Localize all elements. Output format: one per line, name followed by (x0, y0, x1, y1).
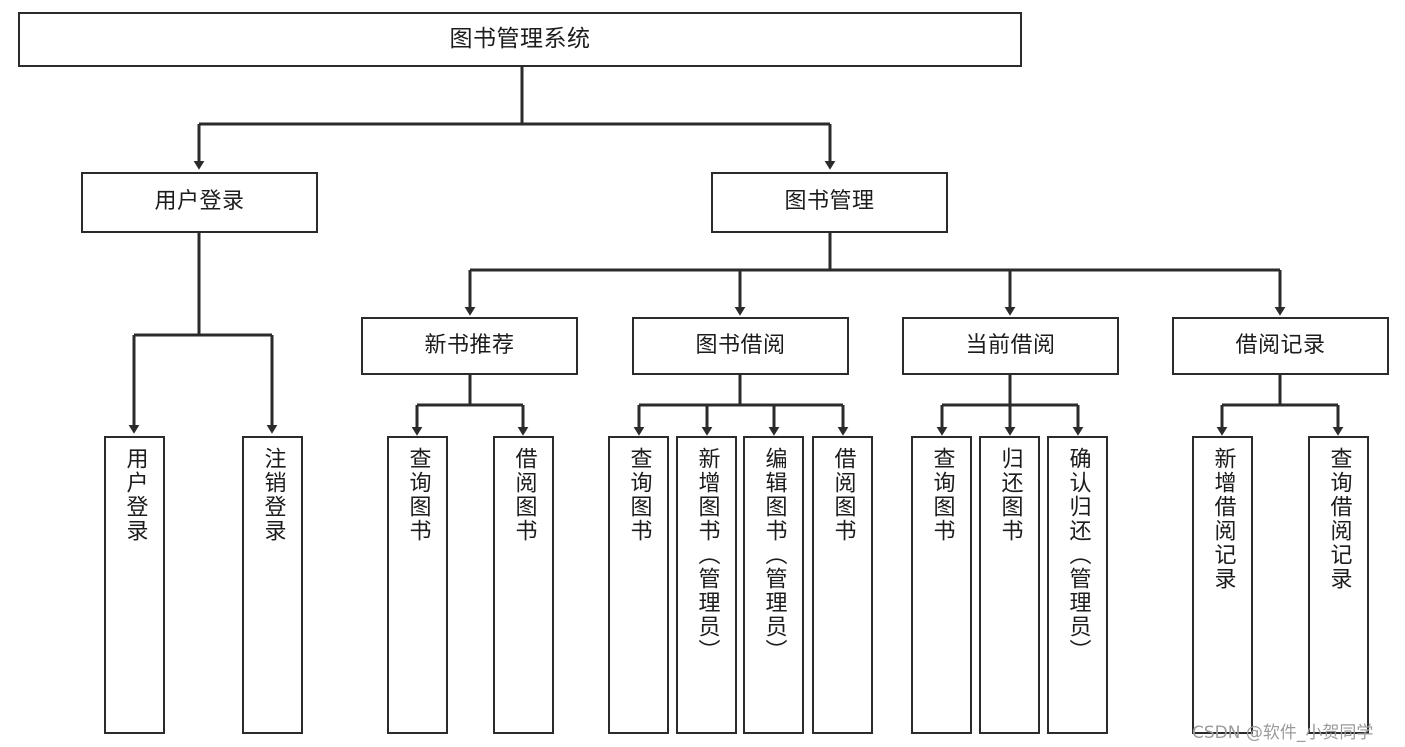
node-root-system[interactable]: 图书管理系统 (18, 12, 1022, 67)
node-leaf-query-record-label: 查询借阅记录 (1326, 447, 1352, 591)
node-book-manage-label: 图书管理 (784, 189, 875, 215)
node-leaf-borrow-book-a-label: 借阅图书 (511, 447, 537, 543)
node-leaf-add-record-label: 新增借阅记录 (1210, 447, 1236, 591)
node-leaf-confirm-return[interactable]: 确认归还（管理员） (1047, 436, 1108, 734)
node-current-borrow[interactable]: 当前借阅 (902, 317, 1119, 375)
node-leaf-borrow-book-a[interactable]: 借阅图书 (493, 436, 554, 734)
node-borrow-record[interactable]: 借阅记录 (1172, 317, 1389, 375)
node-root-system-label: 图书管理系统 (449, 25, 591, 52)
node-new-book-recommend-label: 新书推荐 (424, 332, 515, 358)
node-leaf-logout-label: 注销登录 (260, 447, 286, 543)
node-leaf-logout[interactable]: 注销登录 (242, 436, 303, 734)
node-leaf-query-book-b-label: 查询图书 (626, 447, 652, 543)
node-leaf-add-book-label: 新增图书（管理员） (694, 447, 720, 663)
node-book-borrow[interactable]: 图书借阅 (632, 317, 849, 375)
node-leaf-add-record[interactable]: 新增借阅记录 (1192, 436, 1253, 734)
node-leaf-borrow-book-b[interactable]: 借阅图书 (812, 436, 873, 734)
node-leaf-query-book-c[interactable]: 查询图书 (911, 436, 972, 734)
node-leaf-query-book-a[interactable]: 查询图书 (387, 436, 448, 734)
csdn-watermark: CSDN @软件_小贺同学 (1192, 723, 1374, 743)
node-leaf-edit-book[interactable]: 编辑图书（管理员） (743, 436, 804, 734)
node-leaf-query-book-c-label: 查询图书 (929, 447, 955, 543)
node-user-login[interactable]: 用户登录 (81, 172, 318, 233)
node-book-borrow-label: 图书借阅 (695, 332, 786, 358)
node-borrow-record-label: 借阅记录 (1235, 332, 1326, 358)
node-leaf-user-login-label: 用户登录 (122, 447, 148, 543)
node-leaf-user-login[interactable]: 用户登录 (104, 436, 165, 734)
node-leaf-return-book[interactable]: 归还图书 (979, 436, 1040, 734)
node-leaf-return-book-label: 归还图书 (997, 447, 1023, 543)
node-leaf-edit-book-label: 编辑图书（管理员） (761, 447, 787, 663)
node-user-login-label: 用户登录 (154, 189, 245, 215)
node-leaf-add-book[interactable]: 新增图书（管理员） (676, 436, 737, 734)
node-leaf-confirm-return-label: 确认归还（管理员） (1065, 447, 1091, 663)
node-book-manage[interactable]: 图书管理 (711, 172, 948, 233)
node-leaf-query-book-a-label: 查询图书 (405, 447, 431, 543)
node-leaf-borrow-book-b-label: 借阅图书 (830, 447, 856, 543)
node-leaf-query-book-b[interactable]: 查询图书 (608, 436, 669, 734)
node-leaf-query-record[interactable]: 查询借阅记录 (1308, 436, 1369, 734)
node-new-book-recommend[interactable]: 新书推荐 (361, 317, 578, 375)
node-current-borrow-label: 当前借阅 (965, 332, 1056, 358)
